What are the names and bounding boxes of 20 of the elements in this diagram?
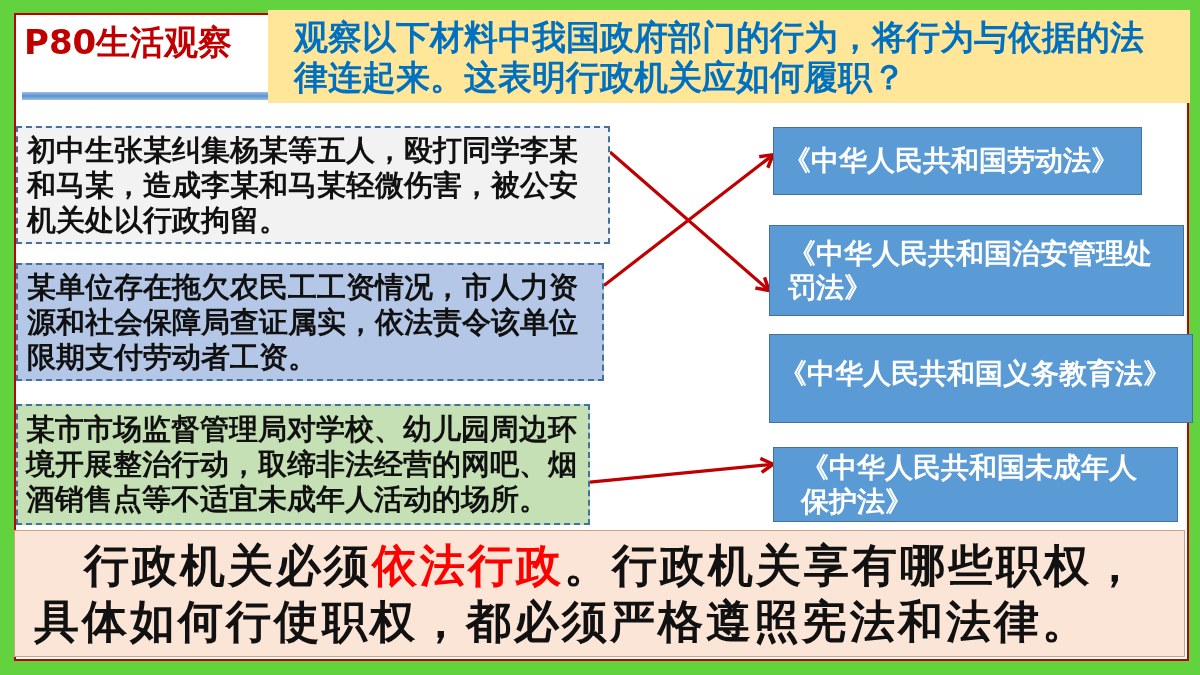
case-box <box>16 126 610 244</box>
law-box <box>769 334 1193 423</box>
conclusion-box <box>14 530 1185 657</box>
law-box <box>769 225 1184 316</box>
law-title: 《中华人民共和国未成年人保护法》 <box>800 450 1138 519</box>
case-text: 某单位存在拖欠农民工工资情况，市人力资源和社会保障局查证属实，依法责令该单位限期支付劳动者工资。 <box>27 269 579 375</box>
case-text: 初中生张某纠集杨某等五人，殴打同学李某和马某，造成李某和马某轻微伤害，被公安机关处以行政拘留。 <box>27 132 579 238</box>
conclusion-text: 行政机关必须依法行政。行政机关享有哪些职权，具体如何行使职权，都必须严格遵照宪法和法律。 <box>33 537 1141 650</box>
slide-title: P80生活观察 <box>24 21 233 64</box>
law-box <box>773 447 1178 522</box>
question-text: 观察以下材料中我国政府部门的行为，将行为与依据的法律连起来。这表明行政机关应如何履职？ <box>294 16 1145 97</box>
law-title: 《中华人民共和国义务教育法》 <box>779 356 1172 391</box>
law-box <box>773 127 1142 195</box>
law-title: 《中华人民共和国劳动法》 <box>782 144 1120 178</box>
case-box <box>16 404 590 525</box>
law-title: 《中华人民共和国治安管理处罚法》 <box>787 236 1153 305</box>
case-text: 某市市场监督管理局对学校、幼儿园周边环境开展整治行动，取缔非法经营的网吧、烟酒销售点等不适宜未成年人活动的场所。 <box>26 412 578 517</box>
question-box <box>268 10 1190 103</box>
case-box <box>16 263 604 381</box>
arrow <box>589 456 775 484</box>
